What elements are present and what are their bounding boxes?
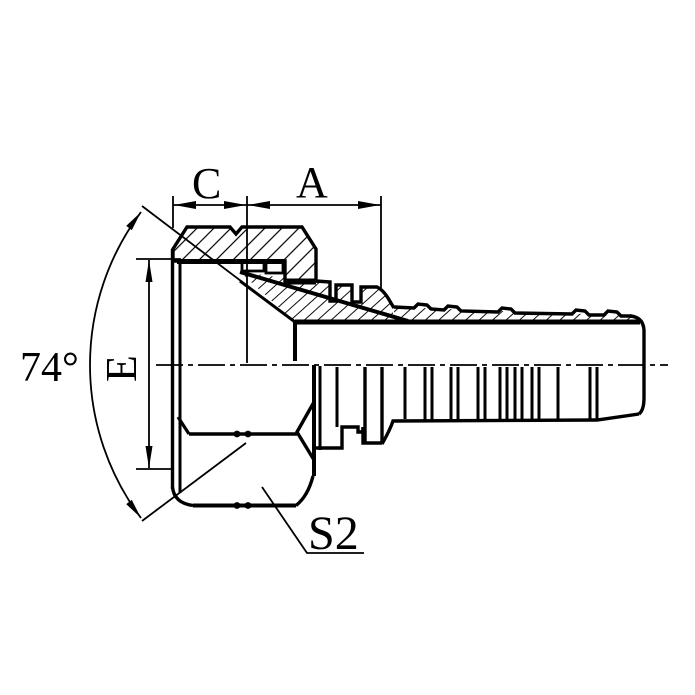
thread-profile bbox=[240, 259, 266, 273]
arrowhead bbox=[358, 201, 380, 209]
angle-arc bbox=[89, 211, 142, 519]
angle-label: 74° bbox=[20, 345, 79, 391]
tail-end-cap bbox=[629, 314, 646, 416]
hex-flat-dots bbox=[233, 430, 252, 509]
arrowhead bbox=[248, 201, 270, 209]
dim-label-a: A bbox=[296, 158, 328, 207]
arrowhead bbox=[145, 446, 153, 468]
wrench-size-label: S2 bbox=[308, 507, 359, 560]
angle-dimension: 74° bbox=[20, 205, 296, 522]
tail-outer-surface bbox=[393, 302, 632, 318]
dim-label-c: C bbox=[192, 159, 221, 208]
stem-collar-profile bbox=[313, 367, 384, 450]
dimension-a: A bbox=[247, 158, 382, 288]
leader-line bbox=[261, 486, 364, 554]
nut-hex-view bbox=[170, 249, 322, 509]
dimension-e: E bbox=[97, 258, 181, 470]
tail-bottom-edge bbox=[380, 412, 640, 445]
arrowhead bbox=[126, 499, 141, 518]
hose-tail bbox=[313, 302, 646, 450]
thread-profile bbox=[264, 259, 285, 275]
dimension-c: C bbox=[172, 159, 248, 363]
arrowhead bbox=[126, 212, 141, 231]
barb-ribs bbox=[403, 367, 599, 420]
arrowhead bbox=[174, 201, 196, 209]
wrench-size-callout: S2 bbox=[261, 486, 364, 560]
arrowhead bbox=[145, 260, 153, 282]
arrowhead bbox=[224, 201, 246, 209]
dim-label-e: E bbox=[97, 355, 146, 382]
